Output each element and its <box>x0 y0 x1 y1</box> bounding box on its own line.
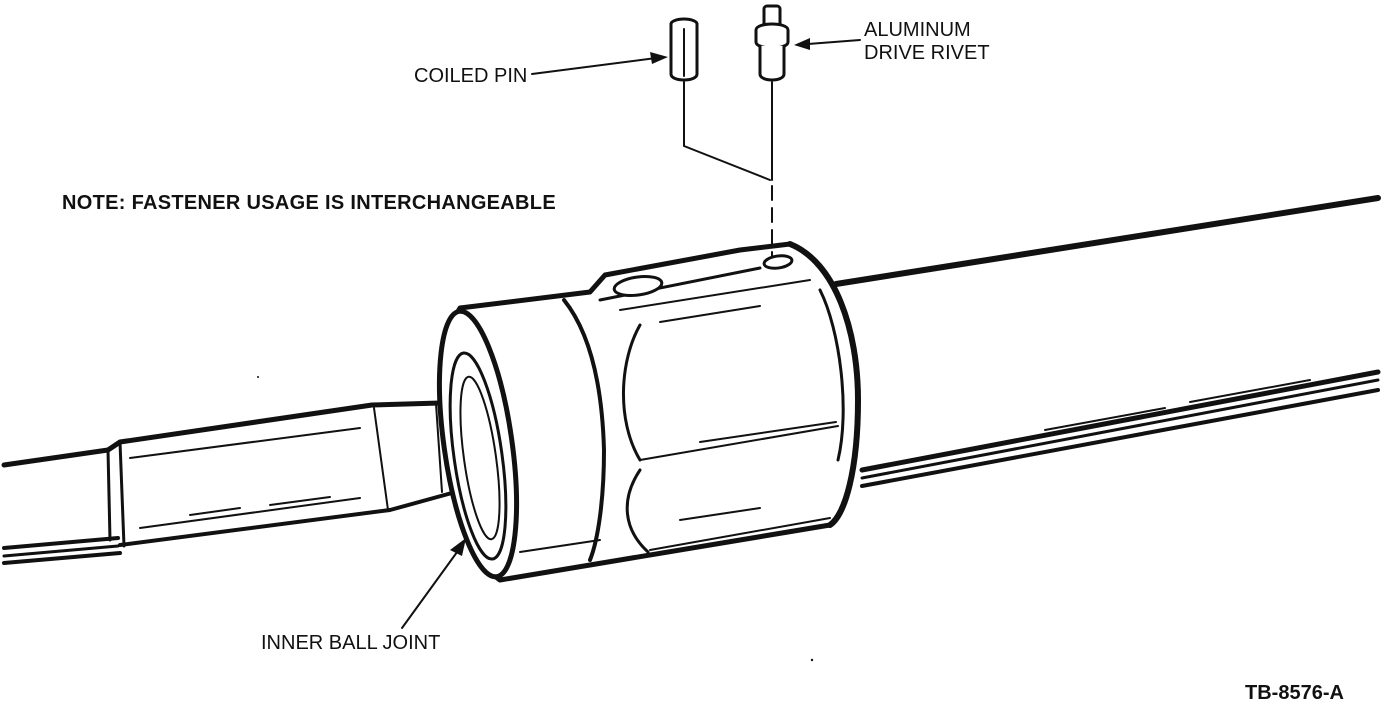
rack-tube-right <box>833 195 1381 488</box>
scan-speck <box>810 658 814 662</box>
aluminum-drive-rivet <box>754 4 790 82</box>
aluminum-drive-rivet-label: ALUMINUM DRIVE RIVET <box>864 19 990 65</box>
coiled-pin-label: COILED PIN <box>414 65 528 87</box>
inner-ball-joint-label: INNER BALL JOINT <box>261 632 441 654</box>
scan-speck <box>257 376 259 378</box>
coiled-pin <box>669 17 699 82</box>
fastener-note: NOTE: FASTENER USAGE IS INTERCHANGEABLE <box>62 192 556 214</box>
figure-id: TB-8576-A <box>1245 682 1344 704</box>
leader-arrows <box>401 38 861 629</box>
fastener-install-lines <box>683 81 773 257</box>
ball-joint-housing <box>437 241 861 583</box>
tie-rod-shaft <box>1 398 490 565</box>
aluminum-drive-rivet-label-line1: ALUMINUM <box>864 19 971 41</box>
aluminum-drive-rivet-label-line2: DRIVE RIVET <box>864 42 990 64</box>
